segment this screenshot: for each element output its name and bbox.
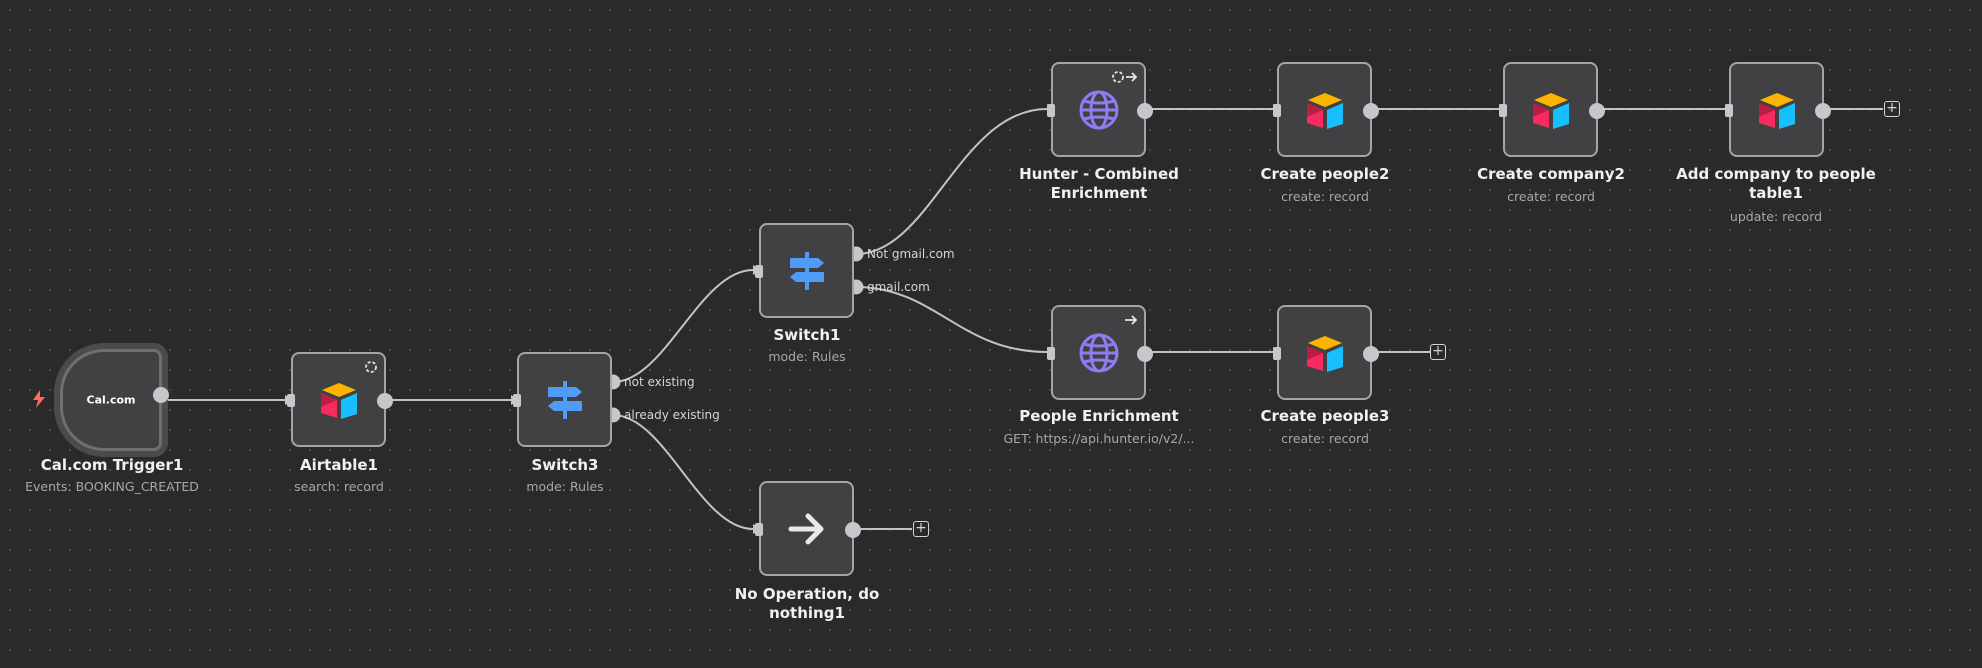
node-switch3[interactable]: [513, 352, 612, 447]
output-port[interactable]: [1363, 103, 1379, 119]
node-title-cal-trigger: Cal.com Trigger1: [40, 456, 184, 474]
arrow-right-icon: [788, 513, 823, 544]
node-subtitle-create-people2: create: record: [1281, 189, 1369, 204]
input-port[interactable]: [1499, 104, 1507, 117]
airtable-icon: [1758, 92, 1795, 129]
input-port[interactable]: [1273, 347, 1281, 360]
add-node-button-noop[interactable]: +: [913, 521, 929, 537]
node-switch1[interactable]: [755, 223, 854, 318]
arrow-badge-icon: [1125, 315, 1138, 325]
node-subtitle-switch3: mode: Rules: [526, 479, 604, 494]
node-create-people2[interactable]: [1273, 62, 1379, 157]
node-subtitle-cal-trigger: Events: BOOKING_CREATED: [25, 479, 199, 494]
globe-icon: [1079, 333, 1118, 372]
node-subtitle-create-company2: create: record: [1507, 189, 1595, 204]
input-port[interactable]: [1047, 104, 1055, 117]
output-port[interactable]: [1137, 103, 1153, 119]
signpost-icon: [547, 380, 582, 419]
input-port[interactable]: [1047, 347, 1055, 360]
input-port[interactable]: [513, 394, 521, 407]
node-noop[interactable]: [755, 481, 861, 576]
node-airtable1[interactable]: [287, 352, 393, 447]
bolt-icon: [33, 390, 45, 408]
node-subtitle-airtable1: search: record: [294, 479, 384, 494]
node-title-switch3: Switch3: [531, 456, 599, 474]
node-add-company[interactable]: [1725, 62, 1831, 157]
refresh-arrow-badge-icon: [1112, 71, 1138, 83]
input-port[interactable]: [1725, 104, 1733, 117]
input-port[interactable]: [755, 523, 763, 536]
output-port[interactable]: [1137, 346, 1153, 362]
node-create-company2[interactable]: [1499, 62, 1605, 157]
node-title-add-company: Add company to people table1: [1676, 165, 1876, 202]
edge-switch1-people: [855, 286, 1048, 353]
refresh-badge-icon: [365, 361, 377, 373]
output-label-not-gmail: Not gmail.com: [867, 247, 955, 261]
output-label-gmail: gmail.com: [867, 280, 930, 294]
globe-icon: [1079, 90, 1118, 129]
node-hunter[interactable]: [1047, 62, 1153, 157]
node-title-create-people3: Create people3: [1260, 407, 1390, 425]
output-port[interactable]: [377, 393, 393, 409]
input-port[interactable]: [755, 265, 763, 278]
airtable-icon: [1306, 335, 1343, 372]
node-title-people-enrichment: People Enrichment: [1019, 407, 1179, 425]
node-subtitle-switch1: mode: Rules: [768, 349, 846, 364]
node-title-switch1: Switch1: [773, 326, 841, 344]
node-create-people3[interactable]: [1273, 305, 1379, 400]
node-title-create-people2: Create people2: [1260, 165, 1390, 183]
node-title-create-company2: Create company2: [1477, 165, 1625, 183]
node-subtitle-people-enrichment: GET: https://api.hunter.io/v2/...: [1003, 431, 1195, 446]
node-cal-trigger[interactable]: Cal.com: [60, 349, 169, 451]
output-port[interactable]: [153, 387, 169, 403]
edge-switch3-noop: [612, 414, 754, 530]
output-port[interactable]: [1815, 103, 1831, 119]
node-subtitle-create-people3: create: record: [1281, 431, 1369, 446]
input-port[interactable]: [1273, 104, 1281, 117]
airtable-icon: [320, 382, 357, 419]
node-title-airtable1: Airtable1: [300, 456, 378, 474]
signpost-icon: [789, 251, 824, 290]
edge-switch3-switch1: [612, 269, 754, 383]
node-title-noop: No Operation, do nothing1: [734, 585, 880, 622]
airtable-icon: [1532, 92, 1569, 129]
input-port[interactable]: [287, 394, 295, 407]
node-people-enrichment[interactable]: [1047, 305, 1153, 400]
output-port[interactable]: [1363, 346, 1379, 362]
add-node-button-create-people3[interactable]: +: [1430, 344, 1446, 360]
add-node-button-add-company[interactable]: +: [1884, 101, 1900, 117]
node-subtitle-add-company: update: record: [1729, 209, 1823, 224]
output-port[interactable]: [1589, 103, 1605, 119]
output-label-already-existing: already existing: [624, 408, 720, 422]
output-port[interactable]: [845, 522, 861, 538]
edge-switch1-hunter: [855, 108, 1048, 255]
airtable-icon: [1306, 92, 1343, 129]
output-label-not-existing: not existing: [624, 375, 695, 389]
node-title-hunter: Hunter - Combined Enrichment: [1019, 165, 1179, 202]
cal-com-logo: Cal.com: [86, 393, 136, 407]
